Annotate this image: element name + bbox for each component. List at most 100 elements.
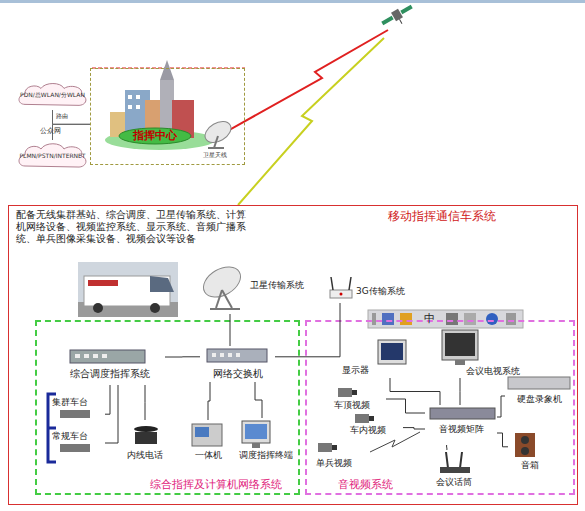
toolbar-part [506,313,516,325]
device-node: 综合调度指挥系统 [55,345,165,385]
node-text: 内线电话 [127,450,179,461]
device-icon-part [102,354,107,358]
free-label: 路由 [56,112,76,119]
device-icon-part [207,349,267,362]
node-text: 3G传输系统 [356,286,431,297]
device-icon-part [442,330,478,360]
device-node: 车内视频 [345,412,403,438]
router-icon-part [340,293,343,296]
center-badge: 指挥中心 [118,127,192,145]
device-icon-part [220,353,224,357]
device-icon-part [460,452,462,468]
connector-line [53,124,91,140]
device-icon-part [70,350,145,363]
dish-icon [198,261,246,309]
toolbar-part [368,310,523,328]
device-icon-part [446,452,448,468]
device-node: 会议话筒 [432,450,497,490]
device-icon-part [440,467,470,473]
toolbar-part [372,313,376,325]
device-icon-part [355,414,369,423]
connector-line [460,378,461,405]
device-icon-part [75,354,80,358]
device-icon-part [508,377,570,389]
device-icon-part [252,443,260,448]
dish-icon-part [201,117,234,147]
vehicle-photo-part [150,303,160,313]
device-icon-part [84,354,89,358]
vehicle-system-box: 移动指挥通信车系统配备无线集群基站、综合调度、卫星传输系统、计算机网络设备、视频… [8,205,578,505]
connector-line [497,396,505,417]
device-icon-part [135,432,157,444]
device-icon-part [245,424,267,439]
vehicle-photo-part [78,262,178,317]
vehicle-photo-part [93,303,103,313]
device-node: 调度指挥终端 [235,418,297,466]
free-label: 公众网 [40,127,70,135]
building-illustration [105,60,215,150]
building-illustration-part [160,60,174,80]
device-node: 车顶视频 [328,385,386,413]
node-text: 车顶视频 [334,400,384,411]
device-node: 网络交换机 [200,346,275,382]
connector-line [165,356,200,357]
node-text: 音视频系统 [338,478,408,491]
device-node: 硬盘录象机 [505,372,573,412]
device-icon-part [445,333,475,356]
connector-line [105,385,110,414]
device-icon-part [195,427,209,437]
group-box: 音视频系统显示器会议电视系统车顶视频车内视频单兵视频音视频矩阵硬盘录象机音箱会议… [305,320,575,495]
device-icon-part [369,416,374,421]
toolbar-part [400,313,412,325]
toolbar [368,310,523,328]
command-center-box: 卫星天线指挥中心 [90,68,245,165]
device-icon-part [93,354,98,358]
device-icon-part [236,353,240,357]
node-text: 硬盘录象机 [508,394,570,405]
router-icon [330,277,352,298]
dish-icon [201,117,234,148]
building-illustration-part [128,95,132,99]
toolbar-part [382,313,394,325]
device-node: 常规车台 [50,430,105,456]
dish-icon-part [210,308,240,310]
device-node: 音视频矩阵 [425,405,497,445]
vehicle-photo [78,262,178,317]
dish-icon-part [198,261,246,304]
network-cloud: PDN/总WLAN/分WLAN [15,80,90,110]
dish-icon-part [208,147,224,149]
device-icon-part [352,390,357,395]
connector-line [230,314,231,346]
network-cloud: PLMN/PSTN/INTERNET [15,140,90,172]
connector-line [390,378,440,405]
node-text: 综合调度指挥系统 [58,368,162,380]
building-illustration-part [128,105,132,109]
device-icon-part [378,340,406,364]
toolbar-part [464,313,476,325]
building-illustration-part [136,95,140,99]
connector-line [446,445,447,450]
connector-line [208,382,210,420]
node-text: 调度指挥终端 [236,450,296,461]
router-icon-part [349,277,351,290]
satellite-icon-part [400,5,412,14]
device-node: 单兵视频 [312,440,370,472]
device-icon-part [318,443,332,452]
device-node: 集群车台 [50,396,105,422]
toolbar-part [486,313,498,325]
node-text: 音视频矩阵 [428,424,494,435]
node-text: 会议话筒 [436,477,494,488]
node-text: PDN/总WLAN/分WLAN [18,91,87,98]
vehicle-photo-part [150,276,174,292]
vehicle-photo-part [88,280,118,286]
node-text: 卫星传输系统 [250,280,314,291]
node-text: 车内视频 [350,425,400,436]
connector-line [403,428,425,429]
satellite-link [215,30,388,138]
group-box: 综合指挥及计算机网络系统综合调度指挥系统网络交换机集群车台常规车台内线电话一体机… [35,320,300,495]
device-icon-part [60,444,90,452]
connector-line [53,110,91,124]
connector-line [497,433,508,447]
device-icon-part [332,445,337,450]
